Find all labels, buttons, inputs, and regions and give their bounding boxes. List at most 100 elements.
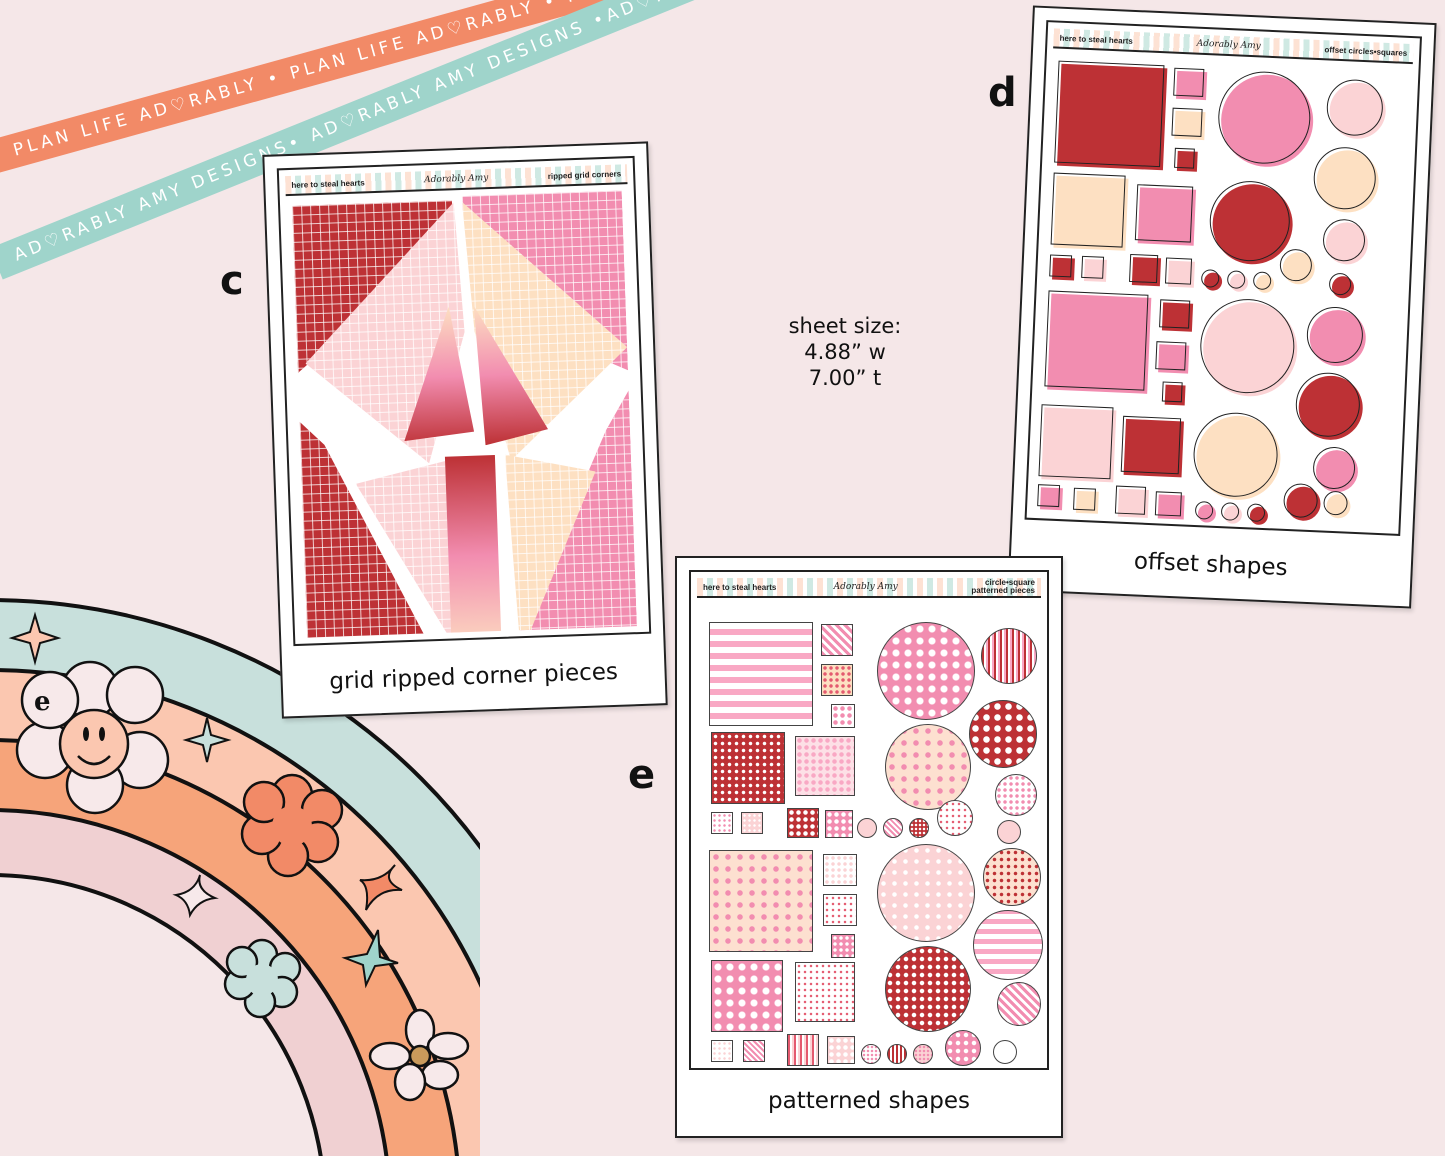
square-sticker <box>1037 484 1063 511</box>
teal-flower-icon <box>223 938 302 1019</box>
patterned-circle <box>993 1040 1017 1064</box>
star-icon <box>341 929 399 989</box>
sheet-caption: offset shapes <box>1133 548 1289 582</box>
square-sticker <box>1159 299 1194 332</box>
patterned-circle <box>937 800 973 836</box>
patterned-circle <box>877 622 975 720</box>
circle-sticker <box>1200 269 1223 291</box>
patterned-circle <box>887 1044 907 1064</box>
patterned-square <box>711 960 783 1032</box>
circle-sticker <box>1305 305 1367 368</box>
sheet-caption: grid ripped corner pieces <box>328 658 619 695</box>
sticker-area <box>697 604 1043 1066</box>
circle-sticker <box>1246 503 1269 526</box>
patterned-square <box>709 622 813 726</box>
square-sticker <box>1164 257 1195 288</box>
sheet-theme: here to steal hearts <box>1059 33 1134 46</box>
square-sticker <box>1054 60 1168 171</box>
sparkle-icon <box>359 864 403 911</box>
patterned-square <box>711 732 785 804</box>
circle-sticker <box>1312 446 1359 494</box>
patterned-circle <box>983 848 1041 906</box>
circle-sticker <box>1323 490 1351 519</box>
sheet-caption: patterned shapes <box>768 1088 970 1114</box>
sheet-header: here to steal hearts Adorably Amy circle… <box>697 578 1041 598</box>
patterned-square <box>821 664 853 696</box>
patterned-circle <box>877 844 975 942</box>
patterned-square <box>711 812 733 834</box>
orange-flower-icon <box>240 773 344 878</box>
sheet-letter-d: d <box>988 70 1017 116</box>
sheet-card-c[interactable]: here to steal hearts Adorably Amy ripped… <box>262 141 668 719</box>
sticker-area <box>1033 54 1413 527</box>
patterned-circle <box>883 818 903 838</box>
square-sticker <box>1114 485 1149 518</box>
square-sticker <box>1154 491 1185 520</box>
patterned-circle <box>995 774 1037 816</box>
patterned-square <box>831 704 855 728</box>
circle-sticker <box>1312 145 1380 214</box>
circle-sticker <box>1198 297 1300 399</box>
patterned-circle <box>857 818 877 838</box>
sparkle-icon <box>172 874 219 919</box>
sticker-area <box>286 190 643 638</box>
circle-sticker <box>1328 272 1355 299</box>
patterned-circle <box>997 820 1021 844</box>
sheet-letter-e: e <box>628 752 656 798</box>
circle-sticker <box>1282 482 1322 522</box>
patterned-circle <box>945 1030 981 1066</box>
patterned-square <box>787 808 819 838</box>
patterned-square <box>711 1040 733 1062</box>
brand-logo: Adorably Amy <box>424 173 489 186</box>
sheet-theme: here to steal hearts <box>291 177 365 190</box>
square-sticker <box>1134 184 1197 246</box>
circle-sticker <box>1325 78 1387 140</box>
circle-sticker <box>1216 69 1316 169</box>
sheet-height: 7.00” t <box>808 366 882 390</box>
brand-logo: Adorably Amy <box>833 582 898 592</box>
patterned-square <box>709 850 813 952</box>
circle-sticker <box>1279 248 1316 285</box>
patterned-square <box>825 810 853 838</box>
patterned-square <box>821 624 853 656</box>
brand-logo: Adorably Amy <box>1196 38 1261 52</box>
patterned-square <box>823 894 857 926</box>
sheet-name: circle•square patterned pieces <box>971 578 1035 595</box>
patterned-square <box>795 736 855 796</box>
patterned-square <box>743 1040 765 1062</box>
circle-sticker <box>1194 501 1217 523</box>
patterned-square <box>831 934 855 958</box>
sheet-width: 4.88” w <box>804 340 886 364</box>
svg-text:e: e <box>34 687 51 717</box>
patterned-circle <box>997 982 1041 1026</box>
square-sticker <box>1081 255 1107 282</box>
sheet-card-d[interactable]: here to steal hearts Adorably Amy offset… <box>1007 5 1437 609</box>
sheet-name: ripped grid corners <box>547 168 622 181</box>
grid-piece-gradient-center <box>444 454 502 638</box>
square-sticker <box>1120 415 1184 478</box>
rainbow-illustration: e <box>0 598 480 1156</box>
patterned-circle <box>885 724 971 810</box>
smiley-flower-icon <box>15 660 170 815</box>
sparkle-icon <box>182 717 232 763</box>
square-sticker <box>1174 147 1198 172</box>
sheet-card-e[interactable]: here to steal hearts Adorably Amy circle… <box>675 556 1063 1138</box>
circle-sticker <box>1208 179 1295 266</box>
daisy-flower-icon <box>368 1008 470 1102</box>
circle-sticker <box>1220 502 1243 525</box>
patterned-circle <box>913 1044 933 1064</box>
sheet-size-info: sheet size: 4.88” w 7.00” t <box>760 313 930 391</box>
patterned-circle <box>885 946 971 1032</box>
square-sticker <box>1038 404 1117 483</box>
square-sticker <box>1044 290 1152 394</box>
patterned-circle <box>909 818 929 838</box>
circle-sticker <box>1191 410 1283 502</box>
patterned-square <box>787 1034 819 1066</box>
patterned-square <box>827 1036 855 1064</box>
patterned-square <box>741 812 763 834</box>
sheet-size-label: sheet size: <box>788 314 902 338</box>
square-sticker <box>1050 172 1129 251</box>
patterned-square <box>795 962 855 1022</box>
sheet-theme: here to steal hearts <box>703 582 777 592</box>
sheet-name: offset circles•squares <box>1324 44 1408 58</box>
